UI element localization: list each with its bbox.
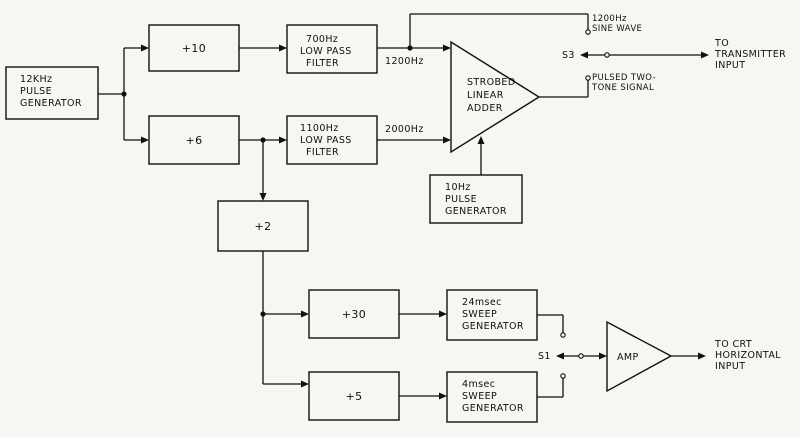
sweep4-line2: SWEEP	[462, 391, 497, 402]
arrow-to-lpf700	[279, 44, 287, 52]
label-pulsed-1: PULSED TWO-	[592, 73, 656, 83]
s1-contact-4msec	[560, 373, 566, 379]
lpf700-line1: 700Hz	[306, 34, 338, 45]
arrow-to-transmitter	[701, 51, 709, 59]
crt-line1: TO CRT	[714, 339, 752, 350]
pulse-generator-10hz-line3: GENERATOR	[445, 206, 507, 217]
pulse-generator-10hz: 10Hz PULSE GENERATOR	[429, 174, 523, 224]
s1-label: S1	[538, 351, 551, 362]
arrow-to-div5	[301, 380, 309, 388]
arrow-to-lpf1100	[279, 136, 287, 144]
sweep24-line3: GENERATOR	[462, 321, 524, 332]
label-pulsed-2: TONE SIGNAL	[591, 83, 654, 93]
divider-6: +6	[148, 115, 240, 165]
amp-label: AMP	[617, 352, 639, 363]
divider-2: +2	[217, 200, 309, 252]
low-pass-filter-700hz: 700Hz LOW PASS FILTER	[286, 24, 378, 74]
sweep4-line1: 4msec	[462, 379, 495, 390]
arrow-to-div10	[141, 44, 149, 52]
lpf700-line2: LOW PASS	[300, 46, 352, 57]
low-pass-filter-1100hz: 1100Hz LOW PASS FILTER	[286, 115, 378, 165]
crt-line2: HORIZONTAL	[715, 350, 781, 361]
arrow-to-adder-bottom	[443, 136, 451, 144]
strobed-linear-adder: STROBED LINEAR ADDER	[450, 40, 541, 154]
arrow-to-adder-top	[443, 44, 451, 52]
arrow-strobe	[477, 136, 485, 144]
divider-2-label: +2	[254, 220, 271, 233]
sweep4-line3: GENERATOR	[462, 403, 524, 414]
switch-s1: S1	[538, 332, 584, 379]
switch-s3: S3	[562, 29, 610, 81]
sweep24-line2: SWEEP	[462, 309, 497, 320]
pulse-generator-12khz-line2: PULSE	[20, 86, 52, 97]
arrow-to-div30	[301, 310, 309, 318]
adder-line1: STROBED	[467, 77, 516, 88]
lpf1100-line3: FILTER	[306, 147, 339, 158]
pulse-generator-10hz-line2: PULSE	[445, 194, 477, 205]
arrow-to-div2	[259, 193, 267, 201]
pulse-generator-10hz-line1: 10Hz	[445, 182, 471, 193]
label-1200hz: 1200Hz	[385, 56, 424, 67]
divider-30: +30	[308, 289, 400, 339]
arrow-to-crt	[698, 352, 706, 360]
divider-6-label: +6	[185, 134, 202, 147]
s1-contact-common	[578, 353, 584, 359]
sweep-generator-24msec: 24msec SWEEP GENERATOR	[446, 289, 538, 341]
s3-contact-pulsed	[585, 75, 591, 81]
s3-contact-sine	[585, 29, 591, 35]
adder-line3: ADDER	[467, 103, 503, 114]
transmitter-line3: INPUT	[715, 60, 745, 71]
divider-30-label: +30	[342, 308, 366, 321]
label-sine-wave-2: SINE WAVE	[592, 24, 642, 34]
pulse-generator-12khz: 12KHz PULSE GENERATOR	[5, 66, 99, 120]
label-2000hz: 2000Hz	[385, 124, 424, 135]
sweep-generator-4msec: 4msec SWEEP GENERATOR	[446, 371, 538, 423]
divider-10-label: +10	[182, 42, 206, 55]
pulse-generator-12khz-line3: GENERATOR	[20, 98, 82, 109]
amplifier: AMP	[606, 320, 673, 393]
lpf1100-line1: 1100Hz	[300, 123, 339, 134]
s3-label: S3	[562, 50, 575, 61]
divider-5: +5	[308, 371, 400, 421]
divider-5-label: +5	[345, 390, 362, 403]
transmitter-line2: TRANSMITTER	[714, 49, 786, 60]
arrow-to-sweep24	[439, 310, 447, 318]
label-sine-wave-1: 1200Hz	[592, 14, 627, 24]
lpf1100-line2: LOW PASS	[300, 135, 352, 146]
arrow-to-div6	[141, 136, 149, 144]
adder-line2: LINEAR	[467, 90, 504, 101]
arrow-to-sweep4	[439, 392, 447, 400]
transmitter-line1: TO	[714, 38, 729, 49]
s3-contact-common	[604, 52, 610, 58]
sweep24-line1: 24msec	[462, 297, 502, 308]
crt-line3: INPUT	[715, 361, 745, 372]
lpf700-line3: FILTER	[306, 58, 339, 69]
pulse-generator-12khz-line1: 12KHz	[20, 74, 52, 85]
divider-10: +10	[148, 24, 240, 72]
arrow-to-amp	[599, 352, 607, 360]
s1-contact-24msec	[560, 332, 566, 338]
